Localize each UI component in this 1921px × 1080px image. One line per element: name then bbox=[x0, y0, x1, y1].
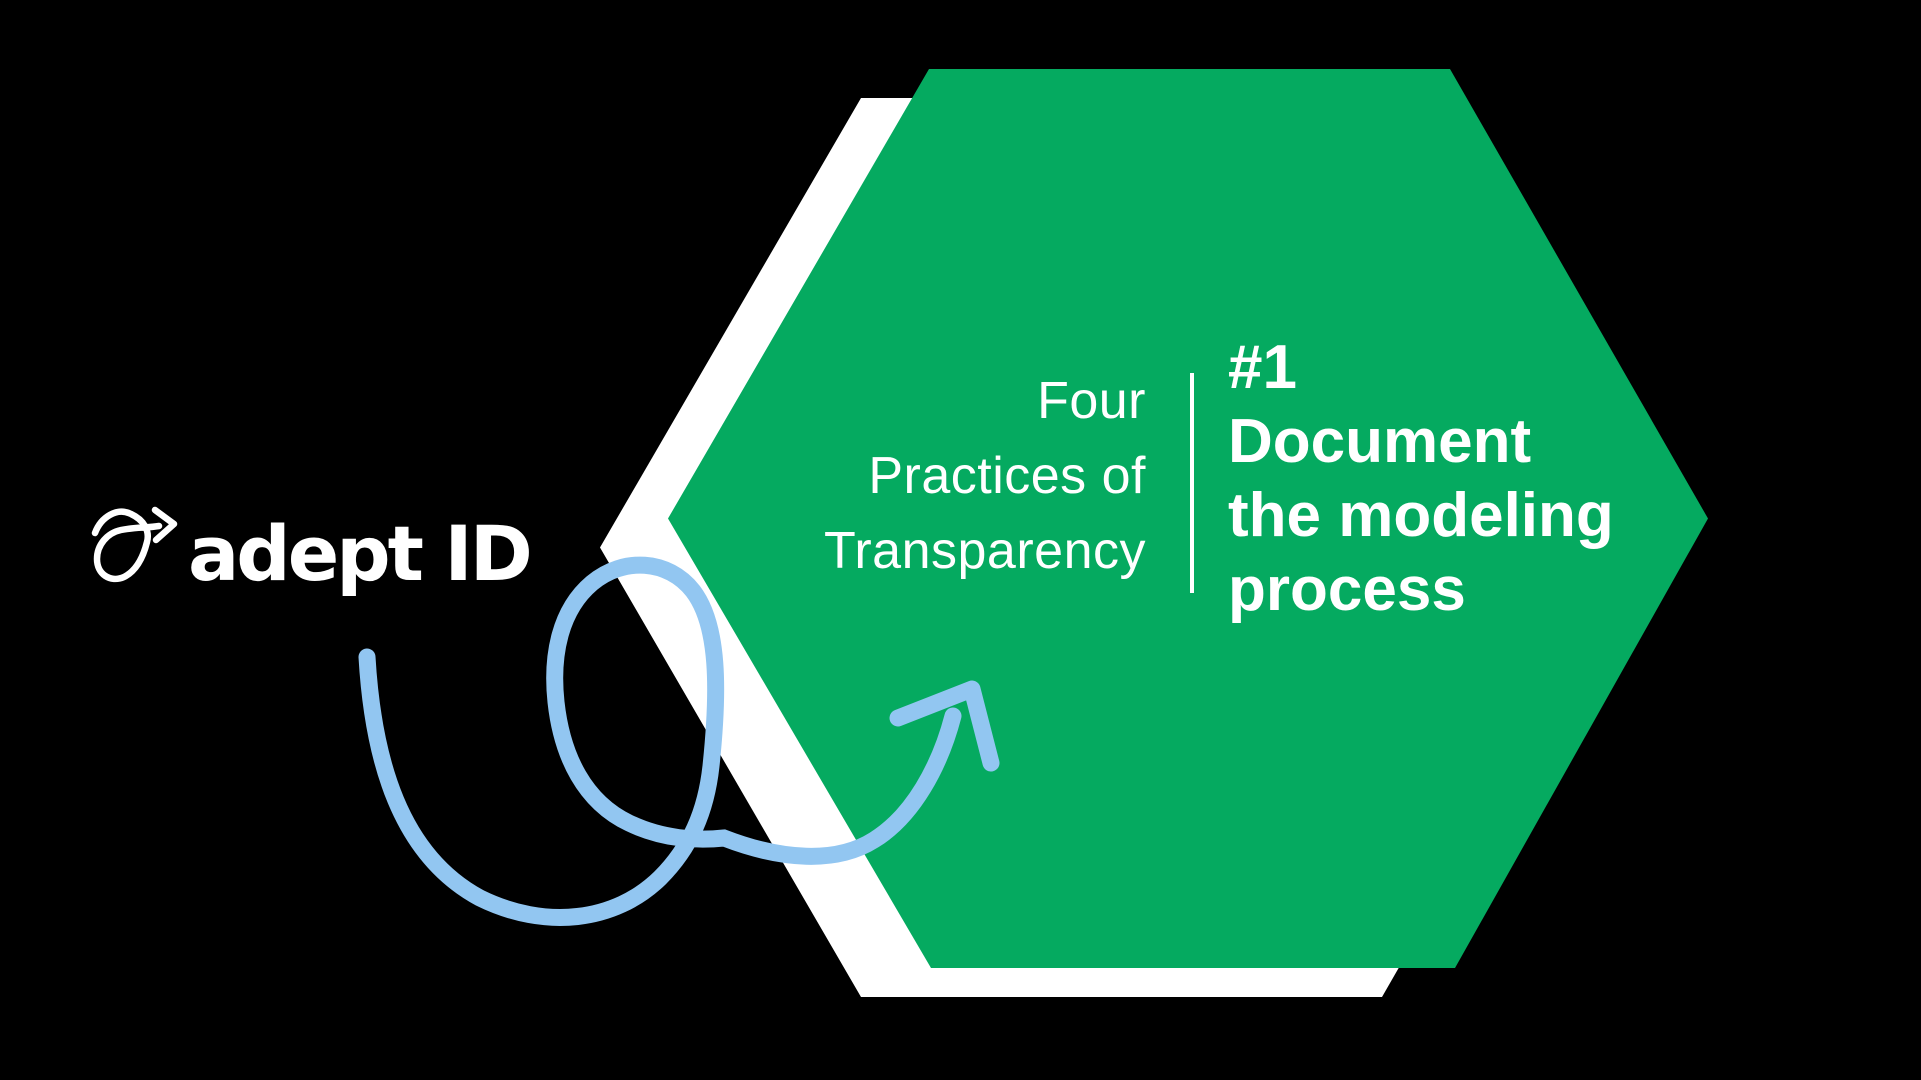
item-text-block: #1 Document the modeling process bbox=[1228, 331, 1614, 627]
brand-loop-arrow-icon bbox=[91, 506, 178, 583]
item-number: #1 bbox=[1228, 333, 1297, 402]
divider-line bbox=[1190, 373, 1194, 593]
hexagon-card bbox=[668, 69, 1708, 968]
item-title: Document the modeling process bbox=[1228, 407, 1614, 624]
series-title: Four Practices of Transparency bbox=[824, 372, 1146, 580]
doodle-arrowhead-icon bbox=[889, 680, 1000, 772]
doodle-arrow-curve bbox=[358, 556, 962, 926]
brand-wordmark: adept ID bbox=[188, 509, 533, 598]
